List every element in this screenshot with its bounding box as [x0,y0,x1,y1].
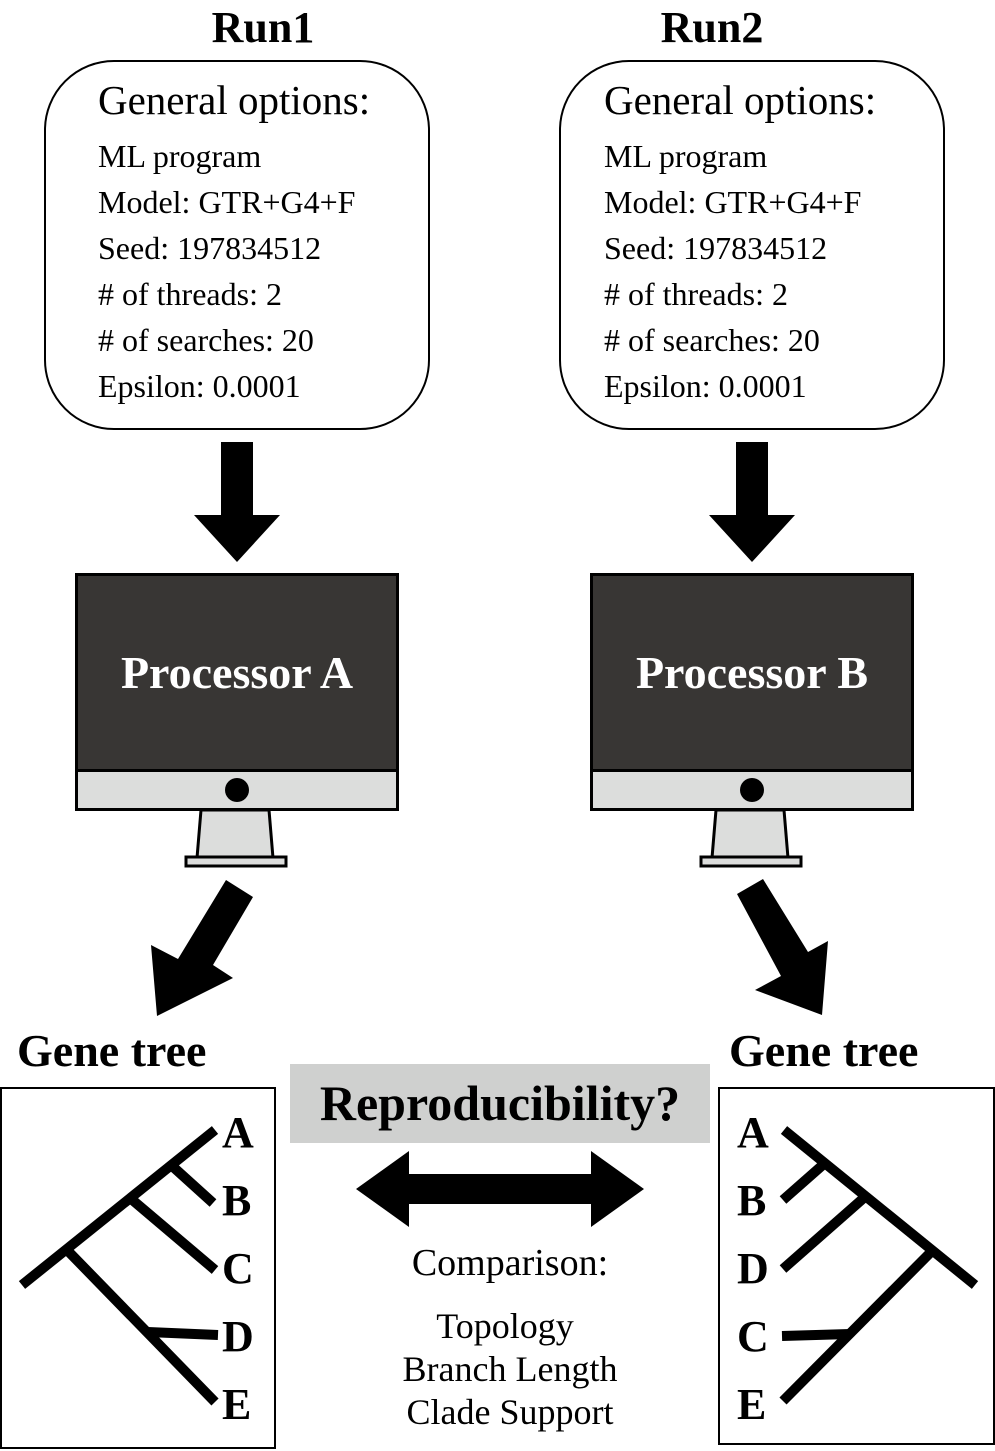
run1-leaf-b: B [222,1176,252,1225]
run2-gene-tree-panel: A B D C E [718,1087,995,1445]
run1-option-threads: # of threads: 2 [98,276,282,312]
run2-title: Run2 [660,3,764,52]
run2-branch-ce [779,1247,936,1405]
run1-leaf-e: E [222,1380,252,1429]
run2-options-box: General options: ML program Model: GTR+G… [559,60,945,430]
run2-leaf-b: B [737,1176,767,1225]
run1-option-epsilon: Epsilon: 0.0001 [98,368,301,404]
comparison-clade-support: Clade Support [406,1392,614,1432]
run2-leaf-d: D [737,1244,769,1293]
run1-option-program: ML program [98,138,262,174]
run2-leaf-e: E [737,1380,767,1429]
run1-option-searches: # of searches: 20 [98,322,314,358]
run2-tree-diagram [779,1126,979,1405]
run2-options-heading: General options: [604,77,877,123]
comparison-topology: Topology [436,1306,574,1346]
reproducibility-question: Reproducibility? [290,1064,710,1143]
run2-leaf-a: A [737,1108,769,1157]
processor-b-screen: Processor B [590,573,914,772]
processor-a-bezel [75,769,399,811]
run2-branch-b [779,1159,829,1204]
run1-output-arrow-icon [151,880,253,1016]
run1-branch-c [126,1194,219,1274]
run1-option-seed: Seed: 197834512 [98,230,322,266]
run2-branch-d [779,1192,870,1273]
run1-option-model: Model: GTR+G4+F [98,184,356,220]
run2-output-arrow-icon [737,879,828,1015]
run2-option-threads: # of threads: 2 [604,276,788,312]
run2-branch-c [781,1329,851,1341]
processor-a-monitor: Processor A [75,573,399,869]
processor-b-label: Processor B [635,647,869,698]
processor-b-monitor: Processor B [590,573,914,869]
run2-option-seed: Seed: 197834512 [604,230,828,266]
comparison-title: Comparison: [411,1242,609,1284]
run1-branch-b [167,1161,217,1207]
run2-down-arrow-icon [709,442,795,562]
processor-a-screen: Processor A [75,573,399,772]
run2-option-epsilon: Epsilon: 0.0001 [604,368,807,404]
run1-branch-de [62,1245,219,1406]
run1-gene-tree-panel: A B C D E [0,1087,276,1449]
run2-option-program: ML program [604,138,768,174]
run1-options-heading: General options: [98,77,371,123]
camera-icon [740,778,764,802]
processor-b-stand [699,809,803,868]
run1-branch-root [18,1126,219,1289]
run2-leaf-c: C [737,1312,769,1361]
run1-branch-d [147,1327,219,1340]
processor-b-bezel [590,769,914,811]
camera-icon [225,778,249,802]
run1-down-arrow-icon [194,442,280,562]
run1-options-box: General options: ML program Model: GTR+G… [44,60,430,430]
run2-option-searches: # of searches: 20 [604,322,820,358]
run2-gene-tree-title: Gene tree [729,1025,919,1076]
processor-a-stand [184,809,288,868]
run1-title: Run1 [211,3,315,52]
run1-leaf-c: C [222,1244,254,1293]
run1-gene-tree-title: Gene tree [17,1025,207,1076]
run2-option-model: Model: GTR+G4+F [604,184,862,220]
run1-leaf-a: A [222,1108,254,1157]
run1-leaf-d: D [222,1312,254,1361]
run1-tree-diagram [18,1126,219,1406]
comparison-double-arrow-icon [356,1151,644,1227]
processor-a-label: Processor A [120,647,354,698]
comparison-branch-length: Branch Length [402,1349,618,1389]
run2-branch-root [780,1126,979,1289]
